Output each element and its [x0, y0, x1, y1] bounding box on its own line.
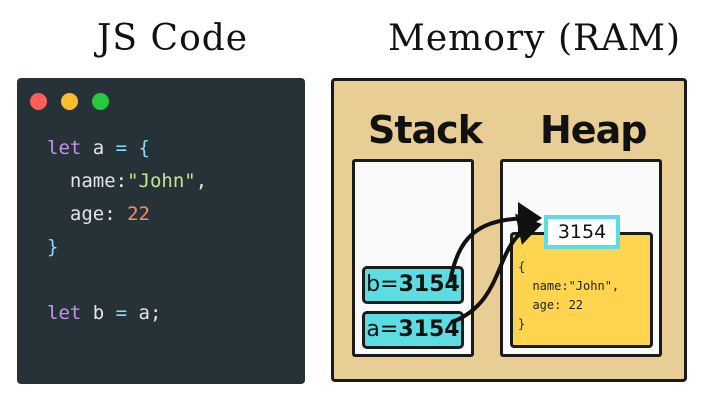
identifier: a [81, 137, 116, 159]
stack-title: Stack [368, 108, 483, 152]
var-name: a= [366, 317, 399, 342]
number-literal: 22 [127, 203, 150, 225]
brace: { [127, 137, 150, 159]
arrow-b-to-heap [448, 202, 542, 283]
heap-title: Heap [540, 108, 647, 152]
brace: } [47, 236, 59, 258]
keyword: let [47, 137, 82, 159]
property-key: age: [47, 203, 128, 225]
property-key: name: [47, 170, 128, 192]
var-value: 3154 [398, 317, 460, 342]
js-code-heading: JS Code [97, 18, 249, 59]
var-name: b= [366, 272, 399, 297]
code-block: let a = { name:"John", age: 22 } let b =… [47, 132, 207, 330]
heap-address: 3154 [544, 215, 620, 249]
heap-object [510, 232, 653, 348]
comma: , [195, 170, 208, 192]
heap-object-code: { name:"John", age: 22 } [518, 260, 620, 331]
close-dot-icon [30, 93, 47, 110]
keyword: let [47, 302, 82, 324]
operator: = [115, 137, 128, 159]
code-window: let a = { name:"John", age: 22 } let b =… [17, 78, 305, 384]
maximize-dot-icon [92, 93, 109, 110]
string-literal: "John" [127, 170, 196, 192]
arrow-a-to-heap [451, 213, 542, 324]
stack-var-a: a=3154 [362, 311, 464, 349]
memory-heading: Memory (RAM) [388, 18, 682, 59]
minimize-dot-icon [61, 93, 78, 110]
identifier: b [81, 302, 116, 324]
identifier: a; [127, 302, 162, 324]
operator: = [115, 302, 128, 324]
